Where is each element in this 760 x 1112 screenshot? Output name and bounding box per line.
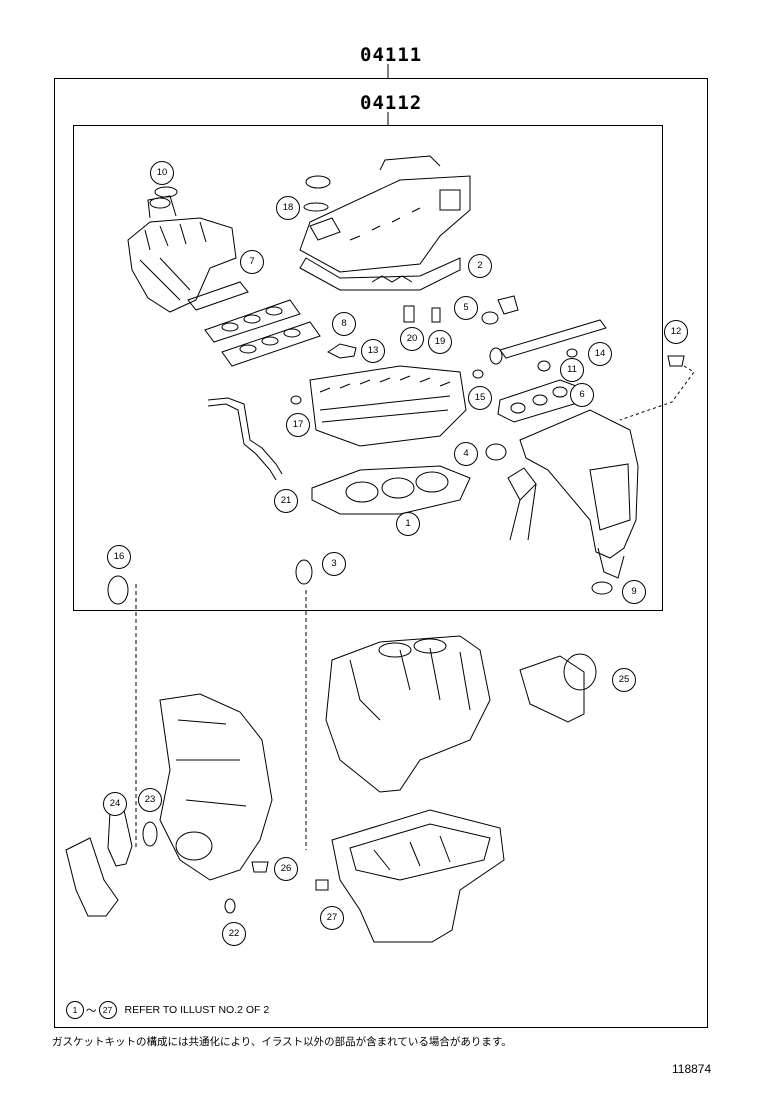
outer-kit-frame [54, 78, 708, 1028]
note-range-separator: ～ [86, 1004, 97, 1017]
japanese-note: ガスケットキットの構成には共通化により、イラスト以外の部品が含まれている場合があ… [52, 1036, 512, 1048]
outer-kit-code: 04111 [360, 44, 423, 66]
inner-kit-frame [73, 125, 663, 611]
callout-6: 6 [570, 383, 594, 407]
callout-22: 22 [222, 922, 246, 946]
note-text: REFER TO ILLUST NO.2 OF 2 [124, 1004, 270, 1016]
callout-17: 17 [286, 413, 310, 437]
illustration-number: 118874 [672, 1062, 712, 1076]
callout-11: 11 [560, 358, 584, 382]
callout-21: 21 [274, 489, 298, 513]
callout-14: 14 [588, 342, 612, 366]
callout-25: 25 [612, 668, 636, 692]
callout-24: 24 [103, 792, 127, 816]
callout-26: 26 [274, 857, 298, 881]
callout-20: 20 [400, 327, 424, 351]
callout-4: 4 [454, 442, 478, 466]
callout-8: 8 [332, 312, 356, 336]
inner-kit-code: 04112 [360, 92, 423, 114]
reference-note: 1 ～ 27 REFER TO ILLUST NO.2 OF 2 [66, 1001, 269, 1019]
callout-12: 12 [664, 320, 688, 344]
callout-7: 7 [240, 250, 264, 274]
note-range-end: 27 [98, 1001, 117, 1019]
callout-13: 13 [361, 339, 385, 363]
callout-16: 16 [107, 545, 131, 569]
callout-1: 1 [396, 512, 420, 536]
callout-10: 10 [150, 161, 174, 185]
callout-3: 3 [322, 552, 346, 576]
note-range-start: 1 [66, 1001, 84, 1019]
callout-27: 27 [320, 906, 344, 930]
callout-23: 23 [138, 788, 162, 812]
callout-9: 9 [622, 580, 646, 604]
callout-2: 2 [468, 254, 492, 278]
callout-19: 19 [428, 330, 452, 354]
callout-18: 18 [276, 196, 300, 220]
callout-5: 5 [454, 296, 478, 320]
callout-15: 15 [468, 386, 492, 410]
